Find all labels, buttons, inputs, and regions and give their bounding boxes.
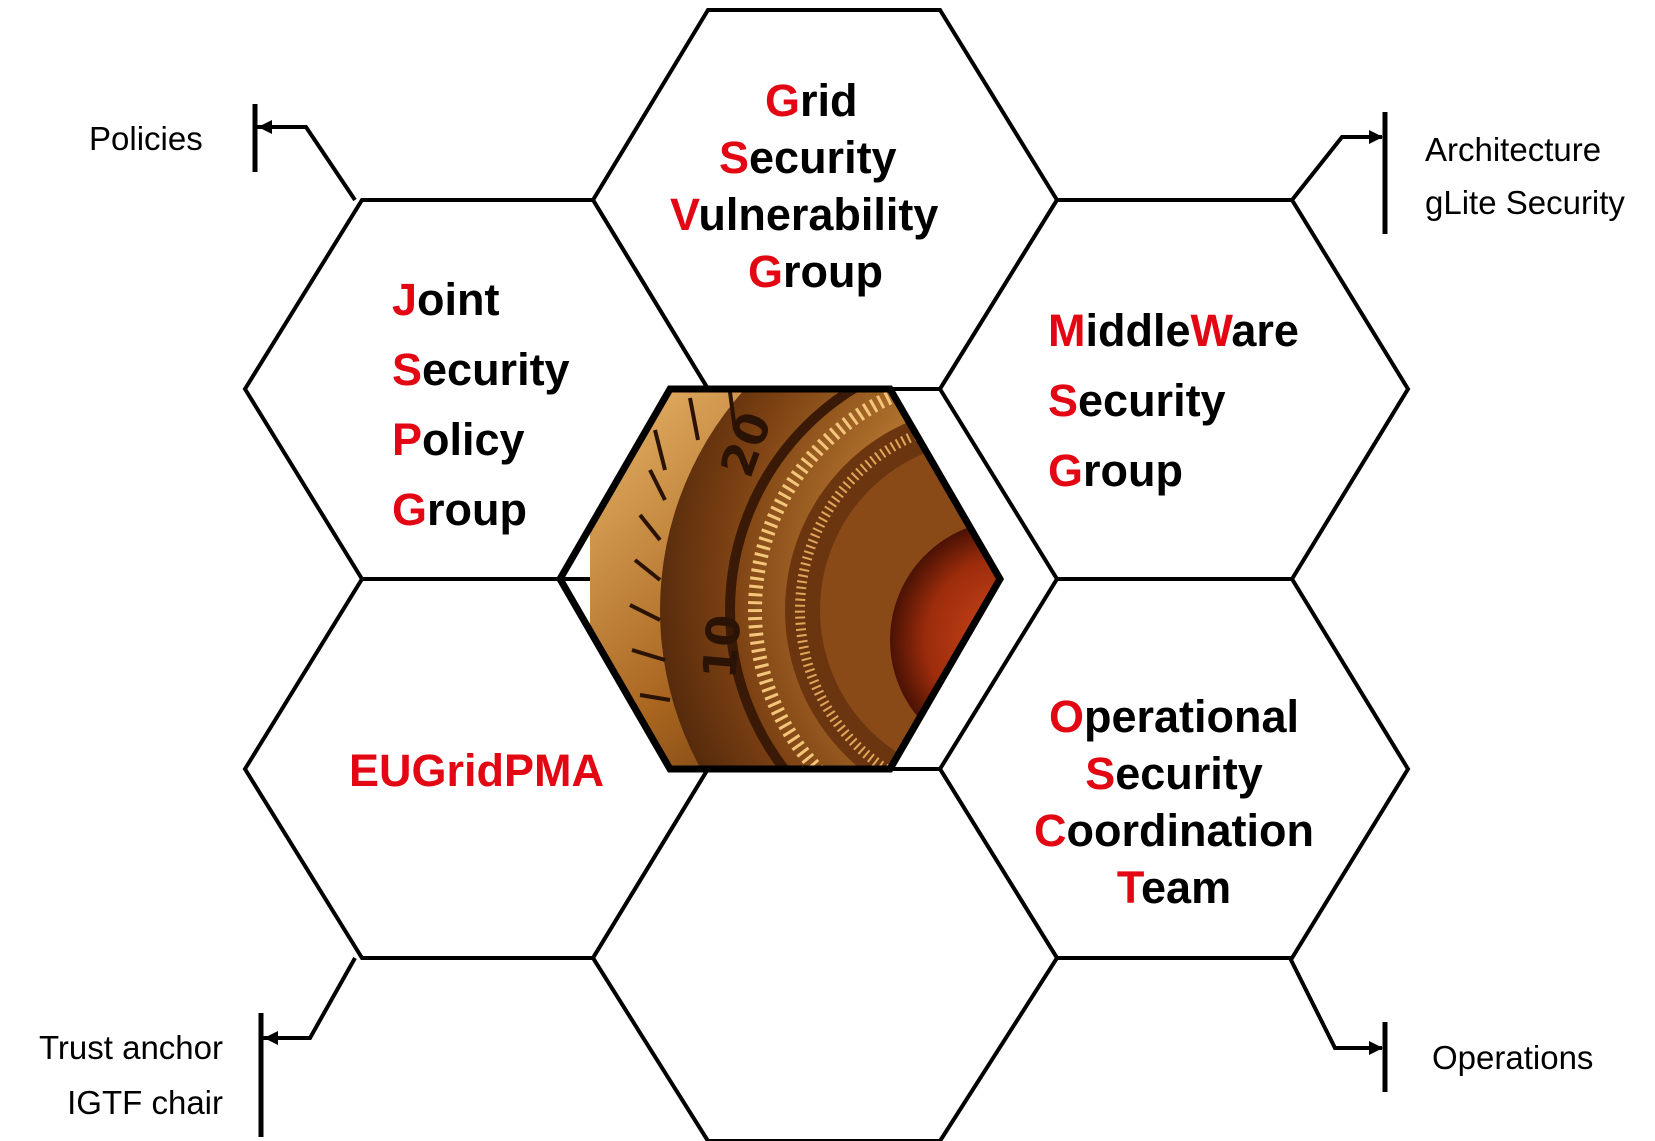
osct-label: Operational Security Coordination Team [940, 688, 1408, 916]
architecture-arrowhead [1369, 130, 1383, 144]
trust-anchor-leader [263, 957, 357, 1040]
msg-line-2: Security [1048, 375, 1226, 426]
glite-security-label: gLite Security [1425, 184, 1625, 221]
igtf-chair-label: IGTF chair [67, 1084, 223, 1121]
jspg-line-1: Joint [392, 274, 500, 325]
policies-label: Policies [89, 120, 203, 157]
jspg-line-3: Policy [392, 414, 525, 465]
gsvg-line-4: Group [748, 246, 883, 297]
dial-number-10: 10 [692, 612, 751, 680]
operations-leader [1288, 957, 1382, 1050]
msg-line-1: MiddleWare [1048, 305, 1299, 356]
gsvg-line-1: Grid [765, 75, 858, 126]
eugridpma-text: EUGridPMA [348, 745, 604, 796]
osct-line-3: Coordination [1034, 805, 1314, 856]
gsvg-line-3: Vulnerability [670, 189, 939, 240]
msg-line-3: Group [1048, 445, 1183, 496]
policies-leader [257, 125, 357, 202]
operations-label: Operations [1432, 1039, 1594, 1076]
operations-arrowhead [1369, 1041, 1383, 1055]
policies-arrowhead [258, 120, 272, 134]
msg-label: MiddleWare Security Group [1048, 296, 1299, 506]
center-hexagon-outline [555, 385, 1005, 773]
osct-line-2: Security [1085, 748, 1263, 799]
jspg-line-2: Security [392, 344, 570, 395]
architecture-leader [1290, 135, 1382, 202]
jspg-label: Joint Security Policy Group [392, 265, 570, 545]
osct-line-4: Team [1116, 862, 1232, 913]
hexagon-bottom-empty [590, 767, 1060, 1141]
gsvg-line-2: Security [719, 132, 897, 183]
osct-line-1: Operational [1048, 691, 1300, 742]
trust-anchor-label: Trust anchor [38, 1029, 223, 1066]
jspg-line-4: Group [392, 484, 527, 535]
architecture-label: Architecture [1425, 131, 1602, 168]
trust-anchor-arrowhead [264, 1031, 278, 1045]
eugridpma-label: EUGridPMA [245, 748, 708, 793]
